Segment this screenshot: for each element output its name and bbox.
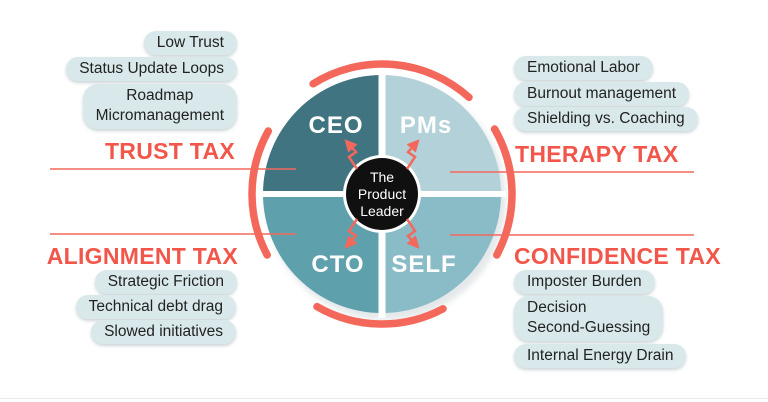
- confidence-tax-title: CONFIDENCE TAX: [514, 243, 721, 269]
- alignment-item-strategic-friction: Strategic Friction: [94, 270, 237, 295]
- center-label: The Product Leader: [357, 168, 407, 219]
- arrow-to-pms: [405, 139, 420, 170]
- center-circle: [346, 158, 418, 230]
- quadrant-label-pms: PMs: [400, 112, 452, 139]
- therapy-tax-title: THERAPY TAX: [515, 141, 679, 167]
- therapy-item-emotional-labor: Emotional Labor: [514, 56, 653, 81]
- bottom-divider: [0, 398, 768, 399]
- therapy-item-burnout-management: Burnout management: [514, 82, 690, 107]
- quadrant-ceo: [263, 75, 382, 194]
- arrow-to-cto: [344, 218, 359, 249]
- therapy-item-shielding-vs-coaching: Shielding vs. Coaching: [514, 107, 698, 132]
- outer-arc-right: [490, 125, 516, 259]
- outer-arc-left: [248, 127, 273, 259]
- trust-tax-title: TRUST TAX: [104, 138, 235, 164]
- confidence-item-decision-second-guessing: Decision Second-Guessing: [514, 296, 664, 341]
- confidence-item-imposter-burden: Imposter Burden: [514, 270, 655, 295]
- trust-item-low-trust: Low Trust: [143, 31, 237, 56]
- quadrant-self: [382, 194, 501, 313]
- alignment-item-technical-debt-drag: Technical debt drag: [75, 295, 236, 320]
- quadrant-label-self: SELF: [391, 251, 456, 278]
- quadrant-label-cto: CTO: [311, 251, 364, 278]
- confidence-item-internal-energy-drain: Internal Energy Drain: [514, 344, 687, 369]
- arrow-to-ceo: [344, 139, 359, 170]
- outer-arc-bottom: [313, 302, 447, 328]
- quadrant-pms: [382, 75, 501, 194]
- arrow-to-self: [405, 218, 420, 249]
- alignment-item-slowed-initiatives: Slowed initiatives: [91, 320, 236, 345]
- trust-item-roadmap-micromanagement: Roadmap Micromanagement: [82, 84, 237, 129]
- quadrant-cto: [263, 194, 382, 313]
- trust-item-status-update-loops: Status Update Loops: [66, 57, 237, 82]
- outer-arc-top: [309, 60, 473, 102]
- quadrant-label-ceo: CEO: [308, 112, 363, 139]
- alignment-tax-title: ALIGNMENT TAX: [46, 243, 238, 269]
